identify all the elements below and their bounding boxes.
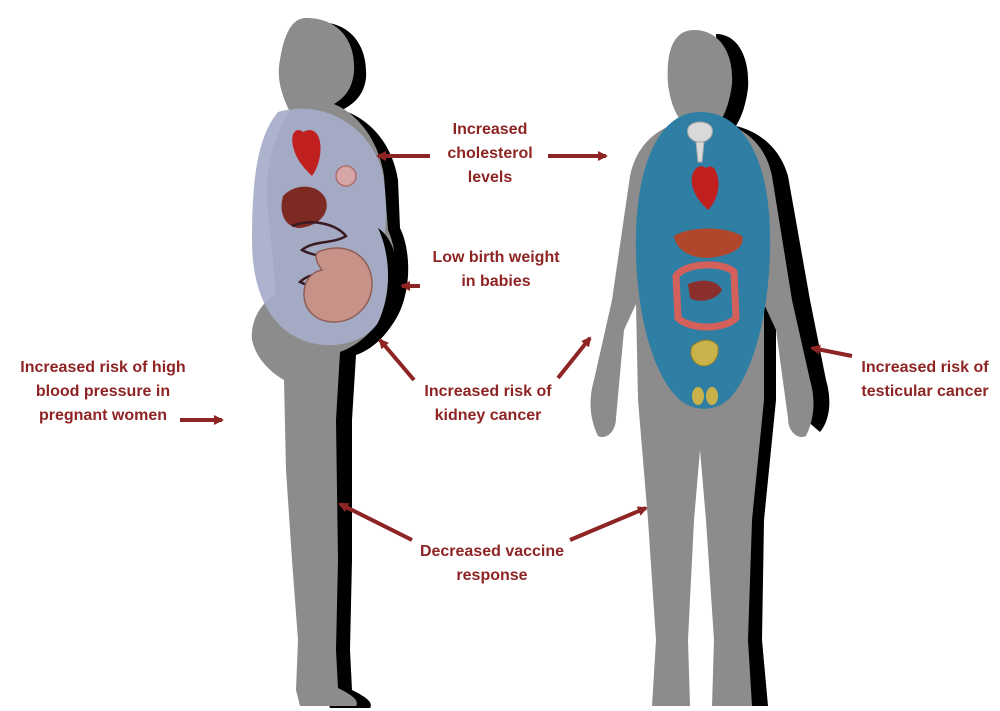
birth-weight-line-2: in babies — [416, 270, 576, 294]
kidney-arrow-left — [380, 340, 414, 380]
birth-weight-label: Low birth weight in babies — [416, 246, 576, 294]
cholesterol-line-2: cholesterol — [428, 142, 552, 166]
cholesterol-line-1: Increased — [428, 118, 552, 142]
blood-pressure-line-1: Increased risk of high — [8, 356, 198, 380]
testis-icon — [706, 387, 718, 405]
testis-icon — [692, 387, 704, 405]
birth-weight-line-1: Low birth weight — [416, 246, 576, 270]
cholesterol-line-3: levels — [428, 166, 552, 190]
vaccine-label: Decreased vaccine response — [412, 540, 572, 588]
cholesterol-label: Increased cholesterol levels — [428, 118, 552, 190]
vaccine-line-2: response — [412, 564, 572, 588]
blood-pressure-label: Increased risk of high blood pressure in… — [8, 356, 198, 428]
vaccine-line-1: Decreased vaccine — [412, 540, 572, 564]
pregnant-woman-figure — [252, 18, 408, 708]
testicular-line-2: testicular cancer — [852, 380, 998, 404]
man-figure — [591, 30, 830, 706]
testicular-line-1: Increased risk of — [852, 356, 998, 380]
kidney-line-1: Increased risk of — [404, 380, 572, 404]
kidney-arrow-right — [558, 338, 590, 378]
vaccine-arrow-right — [570, 508, 646, 540]
breast-icon — [336, 166, 356, 186]
kidney-line-2: kidney cancer — [404, 404, 572, 428]
blood-pressure-line-2: blood pressure in — [8, 380, 198, 404]
kidney-label: Increased risk of kidney cancer — [404, 380, 572, 428]
blood-pressure-line-3: pregnant women — [8, 404, 198, 428]
testicular-label: Increased risk of testicular cancer — [852, 356, 998, 404]
